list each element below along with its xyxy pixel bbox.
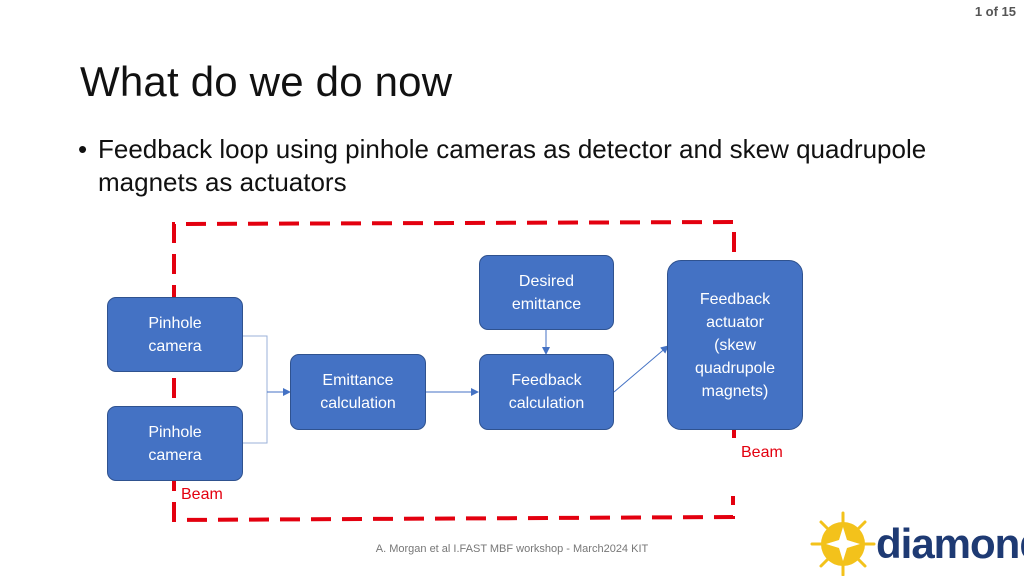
beam-label-left: Beam [181,486,223,503]
feedback-actuator-box: Feedback actuator (skew quadrupole magne… [667,260,803,430]
footer-text: A. Morgan et al I.FAST MBF workshop - Ma… [375,543,649,555]
pinhole-camera-box-2: Pinhole camera [107,406,243,481]
feedback-calculation-box: Feedback calculation [479,354,614,430]
emittance-calculation-box: Emittance calculation [290,354,426,430]
pinhole-camera-box-1: Pinhole camera [107,297,243,372]
slide-title: What do we do now [80,58,453,105]
bullet-text: Feedback loop using pinhole cameras as d… [98,134,927,197]
beam-label-right: Beam [741,444,783,461]
page-number: 1 of 15 [974,4,1016,19]
bullet-dot: • [78,134,88,164]
beam-loop-dashed-line [172,219,736,523]
bullet-item: • Feedback loop using pinhole cameras as… [78,133,978,199]
arrow-feedback-to-actuator [613,345,669,393]
camera-connector-line [243,335,268,444]
starburst-logo-icon [810,511,876,576]
desired-emittance-box: Desired emittance [479,255,614,330]
diamond-logo-text: diamond [876,520,1024,567]
